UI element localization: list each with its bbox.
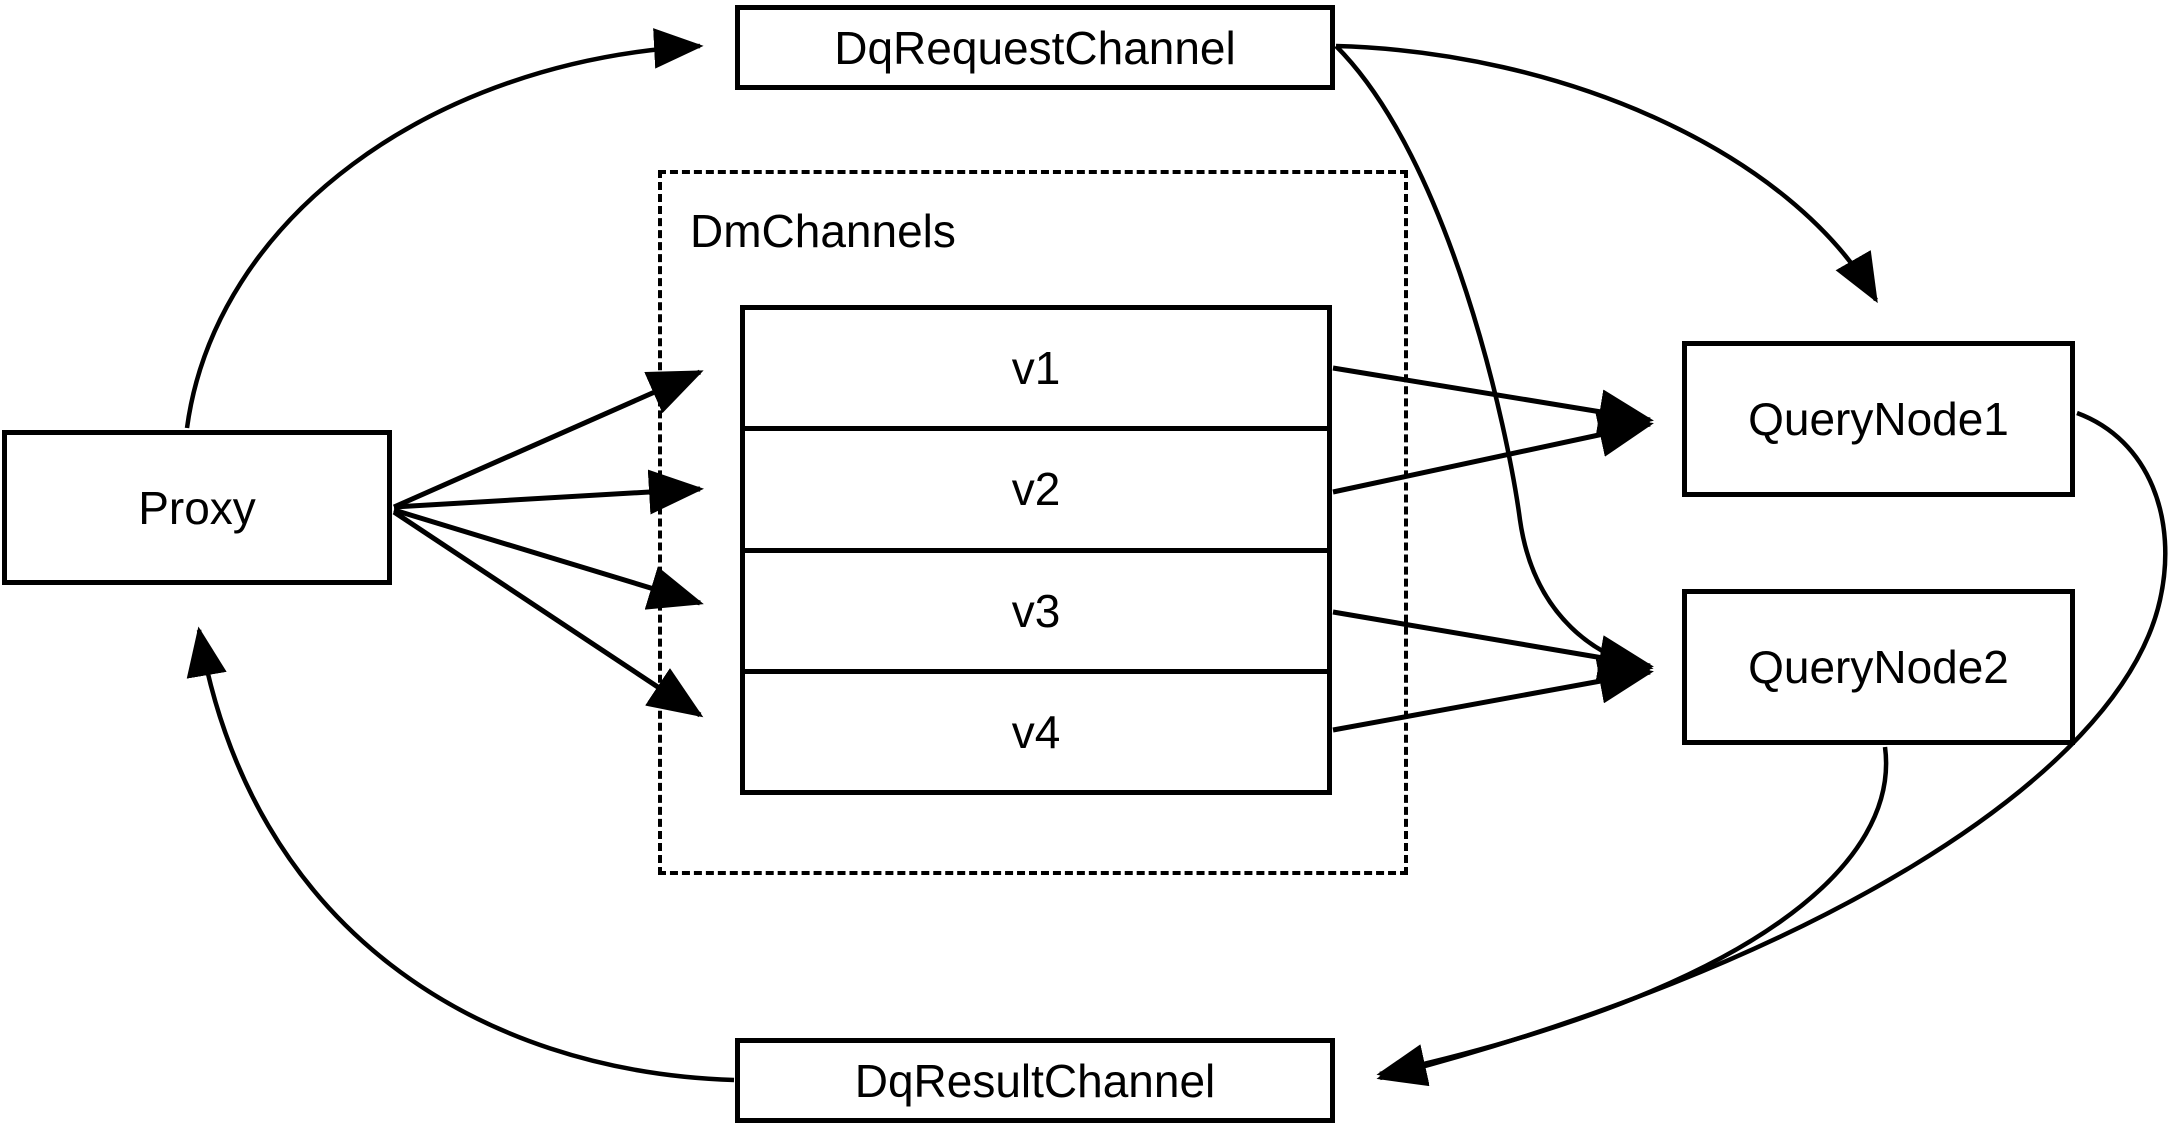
- channel-row-v2[interactable]: v2: [745, 431, 1327, 553]
- edge-proxy-to-v1: [392, 369, 704, 510]
- node-query-node-1[interactable]: QueryNode1: [1682, 341, 2075, 497]
- edge-v3-to-querynode2: [1332, 609, 1654, 680]
- node-proxy[interactable]: Proxy: [2, 430, 392, 585]
- edge-v4-to-querynode2: [1332, 659, 1654, 733]
- edge-proxy-to-v2: [393, 469, 704, 515]
- channel-row-v1[interactable]: v1: [745, 310, 1327, 432]
- node-dq-request-channel[interactable]: DqRequestChannel: [735, 5, 1335, 90]
- edge-proxy-to-v4: [392, 509, 704, 718]
- node-query-node-2-label: QueryNode2: [1748, 641, 2009, 693]
- channel-label-v3: v3: [1011, 584, 1061, 637]
- channel-label-v2: v2: [1011, 463, 1061, 516]
- edge-dqresultchannel-to-proxy: [186, 626, 735, 1083]
- channel-label-v4: v4: [1011, 705, 1061, 758]
- edge-dqrequestchannel-to-querynode1: [1335, 43, 1878, 304]
- group-dm-channels-label: DmChannels: [690, 205, 956, 257]
- edge-proxy-to-v3: [393, 507, 704, 610]
- channel-row-v4[interactable]: v4: [745, 674, 1327, 790]
- channel-row-v3[interactable]: v3: [745, 553, 1327, 674]
- edge-v1-to-querynode1: [1332, 365, 1654, 434]
- channel-table: v1 v2 v3 v4: [740, 305, 1332, 795]
- edge-v2-to-querynode1: [1332, 412, 1654, 495]
- node-query-node-1-label: QueryNode1: [1748, 393, 2009, 445]
- node-query-node-2[interactable]: QueryNode2: [1682, 589, 2075, 745]
- edge-proxy-to-dqrequestchannel: [184, 28, 704, 429]
- node-proxy-label: Proxy: [138, 481, 256, 534]
- group-dm-channels: [658, 170, 1408, 875]
- node-dq-result-channel-label: DqResultChannel: [854, 1054, 1216, 1107]
- edge-dqrequestchannel-to-querynode2: [1334, 44, 1654, 681]
- channel-label-v1: v1: [1011, 342, 1061, 395]
- edge-querynode1-to-dqresultchannel: [1376, 410, 2168, 1087]
- edge-querynode2-to-dqresultchannel: [1376, 746, 1889, 1084]
- node-dq-result-channel[interactable]: DqResultChannel: [735, 1038, 1335, 1123]
- node-dq-request-channel-label: DqRequestChannel: [834, 21, 1236, 74]
